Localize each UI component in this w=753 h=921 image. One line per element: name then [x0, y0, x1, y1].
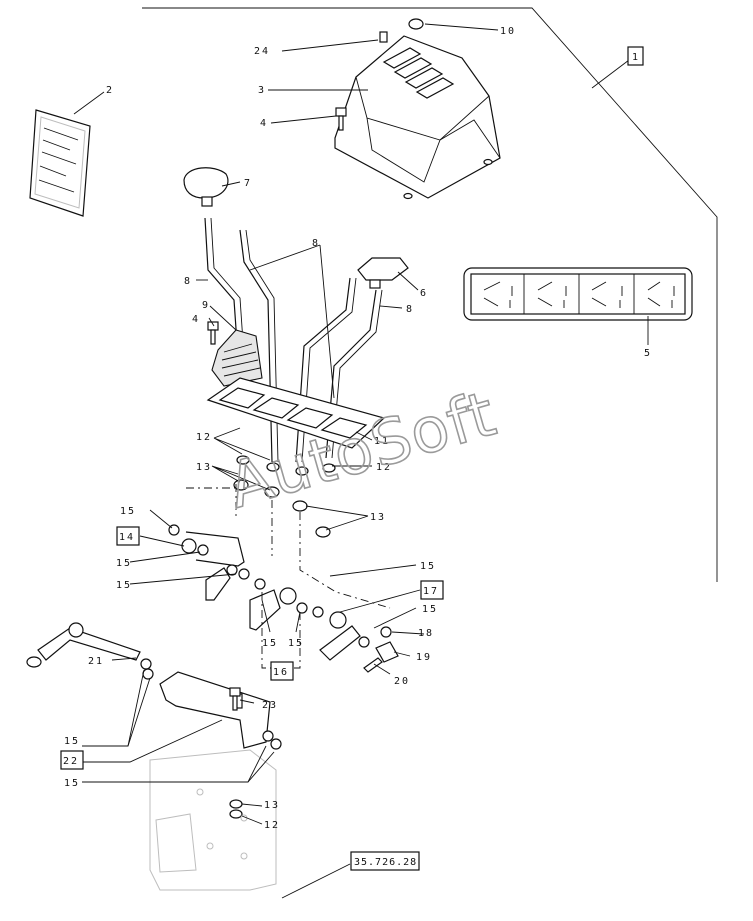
callout-box [420, 580, 444, 600]
function-decal-plate [463, 267, 693, 321]
callout-7: 7 [244, 178, 252, 189]
decal-sheet-part [29, 109, 91, 217]
bracket-22 [140, 658, 282, 750]
callout-21: 21 [88, 656, 104, 667]
linkage-pins-18-20 [363, 626, 399, 673]
callout-box [627, 46, 644, 66]
washers-and-nuts [229, 455, 336, 819]
callout-box [116, 526, 140, 546]
callout-box [60, 750, 84, 770]
callout-15: 15 [120, 506, 136, 517]
bolt-part [207, 321, 219, 345]
callout-12: 12 [264, 820, 280, 831]
console-cover-part [334, 18, 501, 200]
callout-15: 15 [420, 561, 436, 572]
reference-box[interactable] [350, 851, 420, 871]
callout-15: 15 [116, 558, 132, 569]
callout-20: 20 [394, 676, 410, 687]
callout-15: 15 [288, 638, 304, 649]
callout-16: 16 [273, 667, 289, 678]
bolt-part [229, 687, 241, 711]
lever-knob-part [183, 167, 229, 207]
callout-17: 17 [423, 586, 439, 597]
callout-8: 8 [312, 238, 320, 249]
callout-23: 23 [262, 700, 278, 711]
callout-14: 14 [119, 532, 135, 543]
group-outline [142, 7, 718, 582]
linkage-arm-16 [249, 578, 308, 669]
callout-22: 22 [63, 756, 79, 767]
callout-12: 12 [196, 432, 212, 443]
callout-11: 11 [374, 436, 390, 447]
callout-15: 15 [64, 778, 80, 789]
callout-13: 13 [264, 800, 280, 811]
lever-knob-part [357, 257, 409, 289]
leader-line [281, 39, 379, 52]
gate-plate-part [206, 377, 386, 449]
callout-9: 9 [202, 300, 210, 311]
reference-code[interactable]: 35.726.28 [354, 857, 417, 868]
callout-18: 18 [418, 628, 434, 639]
linkage-arm-14 [168, 524, 250, 601]
callout-6: 6 [420, 288, 428, 299]
callout-15: 15 [422, 604, 438, 615]
lever-arm-21 [26, 622, 141, 668]
callout-15: 15 [64, 736, 80, 747]
callout-10: 10 [500, 26, 516, 37]
linkage-arm-17 [312, 606, 370, 661]
callout-15: 15 [116, 580, 132, 591]
callout-15: 15 [262, 638, 278, 649]
callout-4: 4 [192, 314, 200, 325]
callout-13: 13 [370, 512, 386, 523]
callout-4: 4 [260, 118, 268, 129]
bolt-part [335, 107, 347, 131]
callout-12: 12 [376, 462, 392, 473]
callout-3: 3 [258, 85, 266, 96]
callout-19: 19 [416, 652, 432, 663]
leader-lines [73, 23, 649, 899]
gaiter-boot-part [211, 329, 263, 387]
callout-8: 8 [184, 276, 192, 287]
assembly-centerline [299, 512, 391, 609]
callout-8: 8 [406, 304, 414, 315]
callout-2: 2 [106, 85, 114, 96]
callout-13: 13 [196, 462, 212, 473]
callout-24: 24 [254, 46, 270, 57]
callout-1: 1 [632, 52, 640, 63]
callout-box [270, 661, 294, 681]
callout-5: 5 [644, 348, 652, 359]
